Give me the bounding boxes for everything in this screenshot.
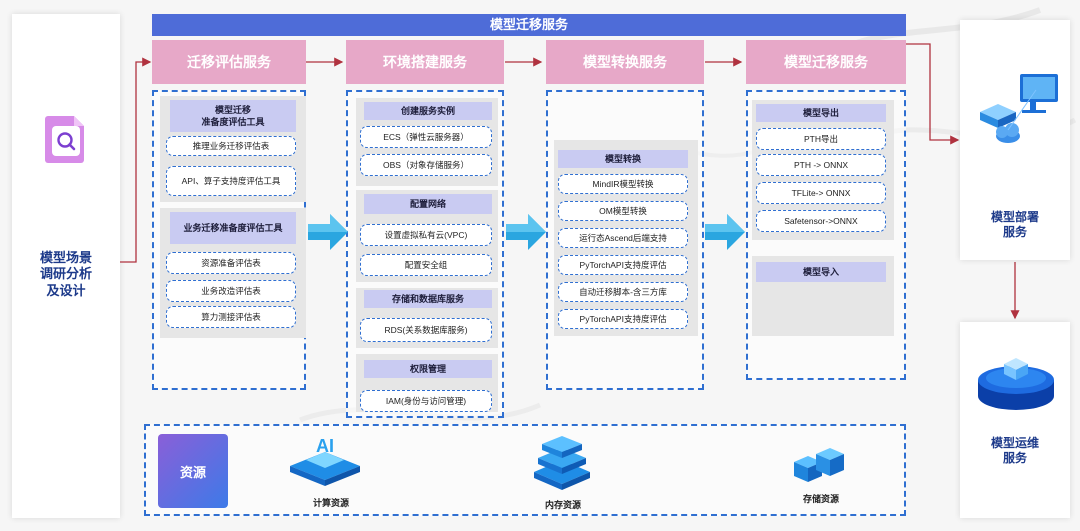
storage-cubes-icon [794, 448, 844, 482]
environment-group-2-header: 配置网络 [364, 194, 492, 214]
environment-item: 设置虚拟私有云(VPC) [360, 224, 492, 246]
assessment-item: 业务改造评估表 [166, 280, 296, 302]
migration-item: TFLite-> ONNX [756, 182, 886, 204]
ai-chip-icon: AI [290, 436, 360, 486]
environment-item: OBS（对象存储服务） [360, 154, 492, 176]
flow-arrow-icon [506, 214, 546, 250]
migration-service-banner: 模型迁移服务 [152, 14, 906, 36]
migration-group-2-header: 模型导入 [756, 262, 886, 282]
service-header-migration: 模型迁移服务 [746, 40, 906, 84]
flow-arrow-icon [308, 214, 348, 250]
scenario-analysis-card: 模型场景 调研分析 及设计 [12, 14, 120, 518]
environment-item: 配置安全组 [360, 254, 492, 276]
database-cylinder-icon [978, 358, 1054, 410]
environment-group-3-header: 存储和数据库服务 [364, 290, 492, 308]
conversion-item: 运行态Ascend后端支持 [558, 228, 688, 248]
resources-title-tile: 资源 [158, 434, 228, 508]
server-stack-icon [534, 436, 590, 490]
migration-item: Safetensor->ONNX [756, 210, 886, 232]
assessment-item: API、算子支持度评估工具 [166, 166, 296, 196]
conversion-item: OM模型转换 [558, 201, 688, 221]
ops-service-title: 模型运维 服务 [990, 436, 1039, 465]
migration-item: PTH -> ONNX [756, 154, 886, 176]
document-search-icon [44, 112, 88, 164]
assessment-group-1-header: 模型迁移 准备度评估工具 [170, 100, 296, 132]
conversion-item: PyTorchAPI支持度评估 [558, 309, 688, 329]
svg-text:AI: AI [316, 436, 334, 456]
deploy-service-title: 模型部署 服务 [990, 210, 1039, 239]
conversion-item: 自动迁移脚本-含三方库 [558, 282, 688, 302]
assessment-item: 资源准备评估表 [166, 252, 296, 274]
migration-item: PTH导出 [756, 128, 886, 150]
conversion-item: MindIR模型转换 [558, 174, 688, 194]
environment-item: RDS(关系数据库服务) [360, 318, 492, 342]
environment-group-1-header: 创建服务实例 [364, 102, 492, 120]
service-header-environment: 环境搭建服务 [346, 40, 504, 84]
resource-label-memory: 内存资源 [544, 500, 581, 510]
assessment-item: 推理业务迁移评估表 [166, 136, 296, 156]
migration-group-1-header: 模型导出 [756, 104, 886, 122]
environment-group-4-header: 权限管理 [364, 360, 492, 378]
conversion-item: PyTorchAPI支持度评估 [558, 255, 688, 275]
ops-service-card: 模型运维 服务 [960, 322, 1070, 518]
assessment-group-2-header: 业务迁移准备度评估工具 [170, 212, 296, 244]
resource-label-compute: 计算资源 [312, 498, 349, 508]
scenario-analysis-title: 模型场景 调研分析 及设计 [39, 250, 92, 298]
cloud-server-icon [980, 74, 1058, 143]
environment-item: ECS（弹性云服务器） [360, 126, 492, 148]
environment-item: IAM(身份与访问管理) [360, 390, 492, 412]
deploy-service-card: 模型部署 服务 [960, 20, 1070, 260]
resource-label-storage: 存储资源 [802, 494, 839, 504]
service-header-assessment: 迁移评估服务 [152, 40, 306, 84]
flow-arrow-icon [705, 214, 745, 250]
conversion-group-1-header: 模型转换 [558, 150, 688, 168]
resources-title: 资源 [179, 464, 206, 480]
assessment-item: 算力测接评估表 [166, 306, 296, 328]
service-header-conversion: 模型转换服务 [546, 40, 704, 84]
resources-box [144, 424, 906, 516]
